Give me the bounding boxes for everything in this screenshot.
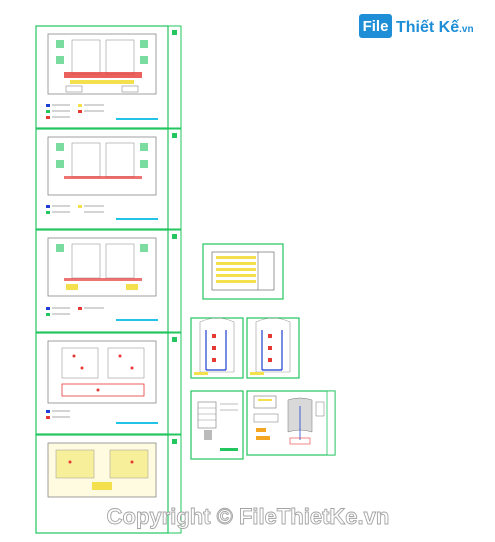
legend-block [46, 104, 158, 120]
copyright-watermark: Copyright © FileThietKe.vn [106, 504, 390, 530]
title-block-strip-sheet-1 [167, 25, 182, 129]
floor-plan-drawing [47, 237, 157, 297]
site-logo: File Thiết Kế.vn [359, 14, 474, 38]
floor-plan-sheet-4 [35, 332, 169, 435]
legend-block [46, 410, 158, 424]
sheet-index-column [172, 30, 177, 444]
floor-plan-drawing [47, 33, 157, 95]
index-sheet [202, 243, 284, 300]
riser-diagram-sheet-1 [190, 317, 244, 379]
floor-plan-drawing [47, 340, 157, 404]
floor-plan-sheet-3 [35, 229, 169, 333]
floor-plan-drawing [47, 442, 157, 498]
legend-block [46, 205, 158, 220]
floor-plan-sheet-2 [35, 128, 169, 230]
title-block-strip-sheet-3 [167, 229, 182, 333]
riser-diagram-sheet-2 [246, 317, 300, 379]
floor-plan-sheet-5 [35, 434, 169, 534]
title-block-strip-sheet-2 [167, 128, 182, 230]
title-block-strip-sheet-4 [167, 332, 182, 435]
detail-sheet-1 [190, 390, 244, 460]
detail-sheet-2 [246, 390, 336, 456]
logo-file-text: File [363, 18, 389, 35]
copyright-text: Copyright © FileThietKe.vn [107, 504, 390, 529]
legend-block [46, 307, 158, 321]
logo-name-text: Thiết Kế.vn [396, 19, 474, 36]
floor-plan-sheet-1 [35, 25, 169, 129]
floor-plan-drawing [47, 136, 157, 196]
